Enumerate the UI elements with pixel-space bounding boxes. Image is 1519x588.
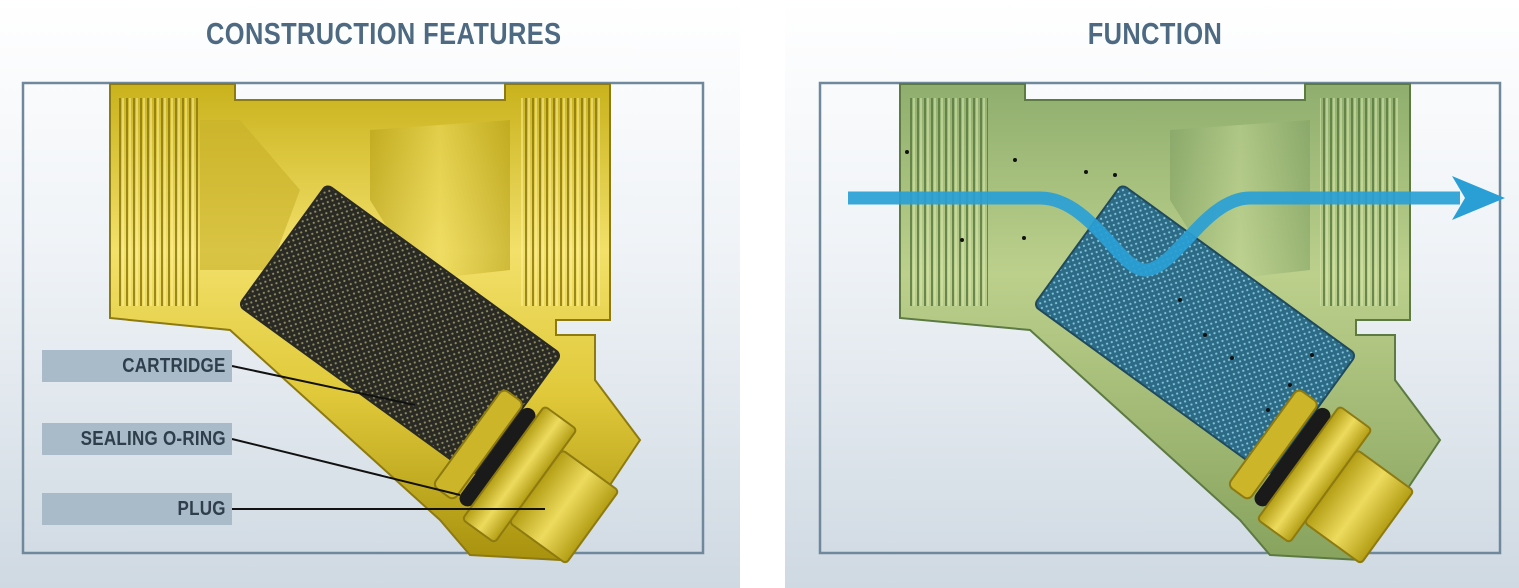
debris-particles (905, 150, 1314, 412)
callout-cartridge-label: CARTRIDGE (122, 355, 226, 377)
cutaway-frame-left (21, 81, 705, 555)
callout-plug: PLUG (42, 493, 232, 525)
function-title: FUNCTION (1087, 16, 1223, 51)
construction-features-title: CONSTRUCTION FEATURES (206, 16, 562, 51)
cartridge-leader (231, 365, 416, 406)
flow-arrow-head (1452, 176, 1505, 220)
o-ring (459, 407, 536, 507)
plug (509, 450, 619, 564)
callout-sealing-o-ring: SEALING O-RING (42, 423, 232, 455)
callout-cartridge: CARTRIDGE (42, 350, 232, 382)
callout-sealing-o-ring-label: SEALING O-RING (80, 428, 226, 450)
panel-divider (740, 0, 785, 588)
flow-arrow (848, 191, 1460, 277)
cartridge-screen (239, 185, 561, 475)
function-strainer (818, 81, 1505, 564)
cutaway-frame-right (818, 81, 1502, 555)
inlet-thread (118, 98, 198, 306)
construction-strainer (21, 81, 705, 564)
o-ring-leader (231, 438, 461, 496)
outlet-thread (520, 98, 600, 306)
callout-plug-label: PLUG (177, 498, 226, 520)
